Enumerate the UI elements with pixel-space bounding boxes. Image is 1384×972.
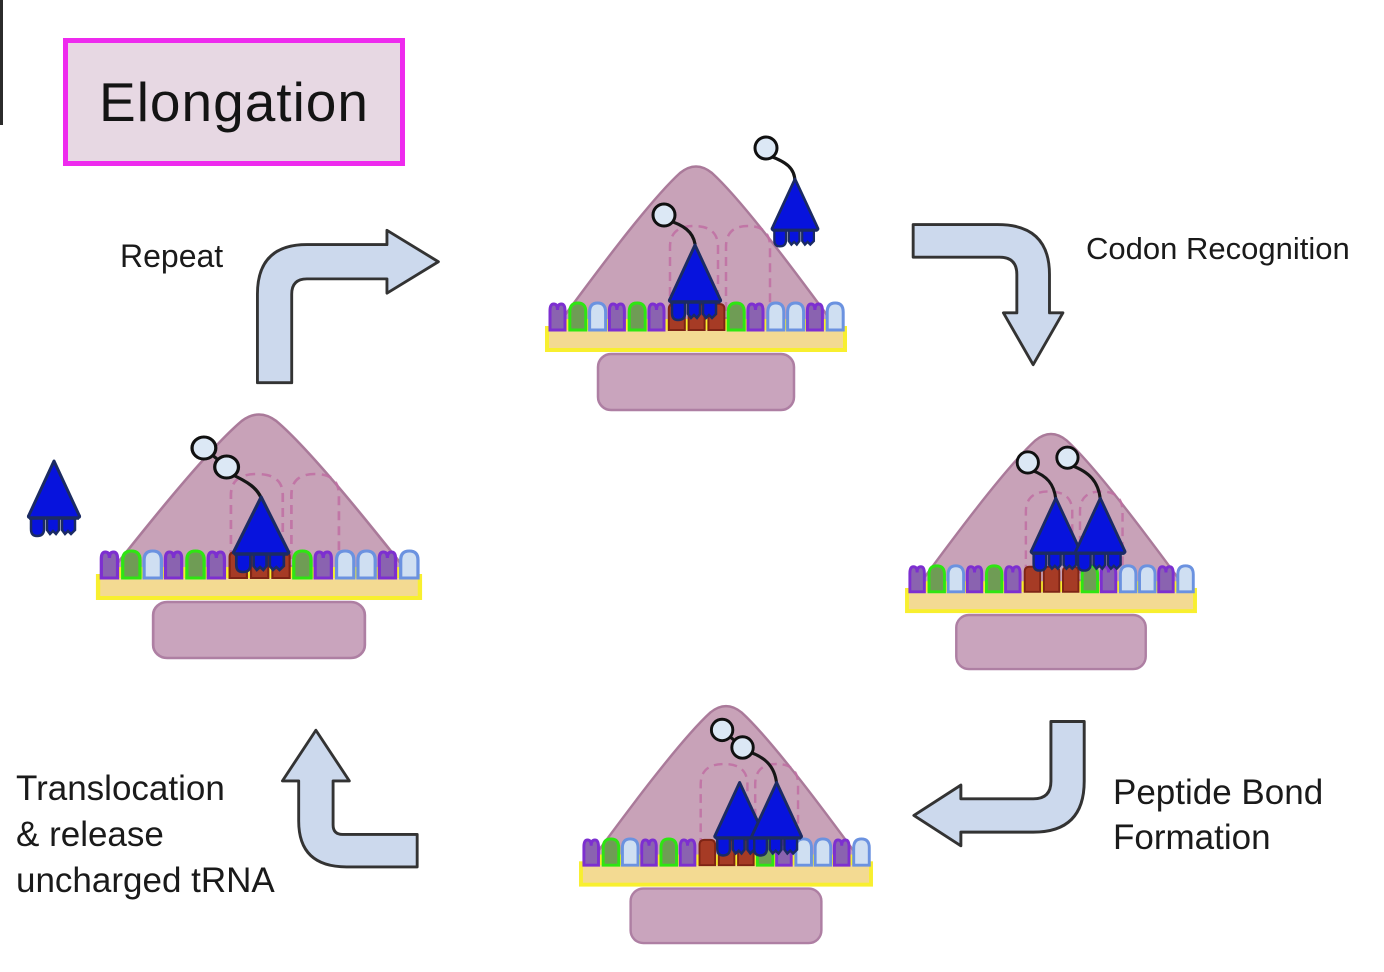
nucleotide-green: [627, 301, 647, 332]
nucleotide-purple: [377, 550, 398, 580]
translocation-arrow-icon: [281, 728, 419, 869]
nucleotide-purple: [908, 565, 926, 594]
trna-icon: [770, 177, 820, 248]
nucleotide-lightblue: [142, 549, 163, 580]
nucleotide-green: [984, 564, 1004, 594]
nucleotide-purple: [582, 838, 600, 867]
nucleotide-purple: [163, 550, 184, 580]
peptide-bond-arrow-icon: [912, 720, 1086, 848]
nucleotide-purple: [640, 838, 658, 867]
nucleotide-green: [121, 549, 142, 580]
nucleotide-purple: [647, 302, 666, 332]
incoming-trna: [753, 135, 820, 248]
nucleotide-lightblue: [813, 837, 833, 867]
nucleotide-lightblue: [852, 837, 871, 867]
nucleotide-purple: [99, 550, 120, 580]
mrna-nucleotides: [548, 301, 845, 332]
nucleotide-purple: [1004, 565, 1022, 594]
nucleotide-green: [601, 837, 621, 867]
nucleotide-lightblue: [588, 301, 608, 332]
ribosome-top: [545, 164, 847, 412]
translocation-line3: uncharged tRNA: [16, 861, 275, 900]
nucleotide-purple: [965, 565, 984, 594]
translocation-line2: & release: [16, 815, 164, 854]
nucleotide-green: [659, 837, 679, 867]
nucleotide-green: [726, 301, 746, 332]
ribosome-left: [97, 400, 421, 660]
page-title: Elongation: [99, 71, 369, 133]
nucleotide-purple: [206, 550, 227, 580]
amino-acid-icon: [213, 454, 241, 480]
trna-icon: [26, 459, 82, 538]
nucleotide-lightblue: [786, 301, 806, 332]
codon-recognition-arrow-icon: [911, 223, 1065, 367]
amino-acid-icon: [651, 202, 677, 228]
nucleotide-purple: [607, 302, 626, 332]
released-trna: [26, 459, 82, 538]
nucleotide-lightblue: [399, 549, 420, 580]
title-box: Elongation: [63, 38, 405, 166]
nucleotide-lightblue: [766, 301, 786, 332]
repeat-label: Repeat: [120, 238, 224, 274]
mrna-nucleotides: [582, 837, 871, 867]
nucleotide-red: [1062, 565, 1080, 593]
nucleotide-purple: [832, 838, 851, 867]
ribosome-right: [905, 432, 1197, 672]
amino-acid-icon: [1055, 445, 1080, 470]
amino-acid-linker: [1069, 463, 1102, 501]
nucleotide-purple: [548, 302, 567, 332]
nucleotide-green: [927, 564, 946, 594]
nucleotide-red: [698, 838, 717, 867]
nucleotide-lightblue: [825, 301, 845, 332]
nucleotide-purple: [313, 550, 333, 580]
nucleotide-lightblue: [1176, 564, 1195, 594]
peptide-bond-line2: Formation: [1113, 818, 1271, 857]
nucleotide-lightblue: [356, 549, 377, 580]
nucleotide-lightblue: [1138, 564, 1157, 594]
repeat-arrow-icon: [256, 228, 440, 385]
nucleotide-purple: [746, 302, 765, 332]
nucleotide-purple: [678, 838, 697, 867]
nucleotide-purple: [805, 302, 824, 332]
nucleotide-red: [1042, 565, 1061, 593]
amino-acid-icon: [1015, 450, 1040, 475]
translocation-label: Translocation & release uncharged tRNA: [16, 766, 275, 904]
ribosome-bottom: [579, 704, 873, 946]
nucleotide-lightblue: [946, 564, 966, 594]
codon-recognition-label: Codon Recognition: [1086, 231, 1350, 266]
amino-acid-icon: [753, 135, 779, 161]
window-edge-line: [0, 0, 3, 125]
nucleotide-purple: [1157, 565, 1175, 594]
nucleotide-lightblue: [1118, 564, 1138, 594]
amino-acid-icon: [709, 717, 735, 743]
nucleotide-purple: [1099, 565, 1118, 594]
amino-acid-icon: [730, 735, 755, 760]
amino-acid-icon: [190, 435, 218, 461]
translocation-line1: Translocation: [16, 769, 225, 808]
nucleotide-lightblue: [334, 549, 356, 580]
nucleotide-green: [568, 301, 588, 332]
nucleotide-lightblue: [620, 837, 640, 867]
peptide-bond-label: Peptide Bond Formation: [1113, 770, 1323, 860]
nucleotide-green: [292, 549, 313, 580]
nucleotide-green: [185, 549, 206, 580]
peptide-bond-line1: Peptide Bond: [1113, 773, 1324, 812]
